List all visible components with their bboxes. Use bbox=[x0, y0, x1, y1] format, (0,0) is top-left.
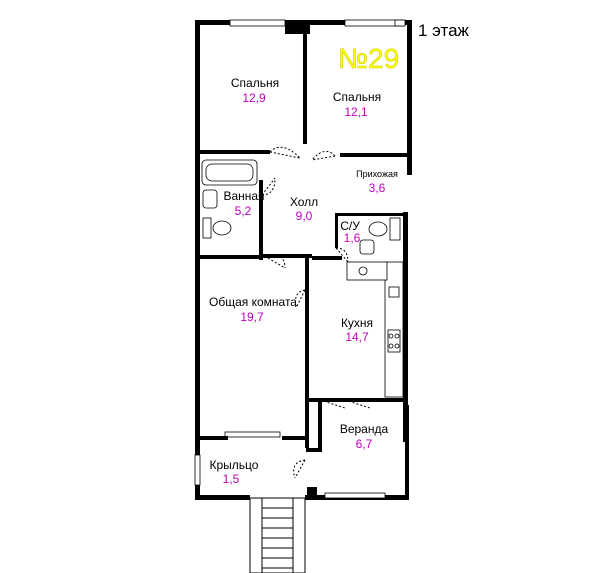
room-area: 9,0 bbox=[296, 209, 313, 223]
kitchen-counter-icon bbox=[346, 261, 404, 398]
room-area: 12,9 bbox=[242, 91, 266, 105]
room-area: 1,5 bbox=[223, 472, 240, 486]
room-hall: Холл 9,0 bbox=[290, 195, 318, 223]
room-bedroom-left: Спальня 12,9 bbox=[231, 76, 279, 105]
room-area: 12,1 bbox=[344, 105, 368, 119]
room-porch: Крыльцо 1,5 bbox=[210, 458, 259, 486]
room-name: Ванная bbox=[223, 189, 264, 203]
apartment-number: №29 bbox=[338, 43, 399, 74]
room-area: 14,7 bbox=[345, 330, 369, 344]
room-bathroom: Ванная 5,2 bbox=[223, 189, 264, 218]
room-area: 6,7 bbox=[356, 437, 373, 451]
wc-toilet-icon bbox=[359, 217, 401, 255]
sink-icon bbox=[202, 189, 218, 209]
room-kitchen: Кухня 14,7 bbox=[341, 316, 373, 344]
interior-walls bbox=[198, 24, 410, 497]
room-name: Крыльцо bbox=[210, 458, 259, 472]
room-name: Спальня bbox=[231, 76, 279, 90]
stairs-icon bbox=[249, 497, 306, 573]
bathtub-icon bbox=[201, 159, 258, 186]
room-name: Кухня bbox=[341, 316, 373, 330]
room-hallway: Прихожая 3,6 bbox=[356, 169, 398, 195]
room-name: С/У bbox=[340, 219, 360, 233]
doors bbox=[261, 146, 371, 479]
room-name: Веранда bbox=[340, 422, 389, 436]
windows bbox=[194, 19, 406, 499]
room-veranda: Веранда 6,7 bbox=[340, 422, 389, 451]
room-living: Общая комната 19,7 bbox=[209, 295, 297, 324]
room-name: Общая комната bbox=[209, 295, 297, 309]
room-area: 1,6 bbox=[344, 231, 361, 245]
room-area: 19,7 bbox=[240, 310, 264, 324]
room-area: 3,6 bbox=[369, 181, 386, 195]
room-area: 5,2 bbox=[235, 204, 252, 218]
room-wc: С/У 1,6 bbox=[340, 219, 360, 245]
toilet-icon bbox=[202, 217, 232, 239]
room-name: Прихожая bbox=[356, 169, 398, 179]
floor-label: 1 этаж bbox=[418, 21, 470, 40]
room-name: Спальня bbox=[333, 90, 381, 104]
room-name: Холл bbox=[290, 195, 318, 209]
room-bedroom-right: Спальня 12,1 bbox=[333, 90, 381, 119]
